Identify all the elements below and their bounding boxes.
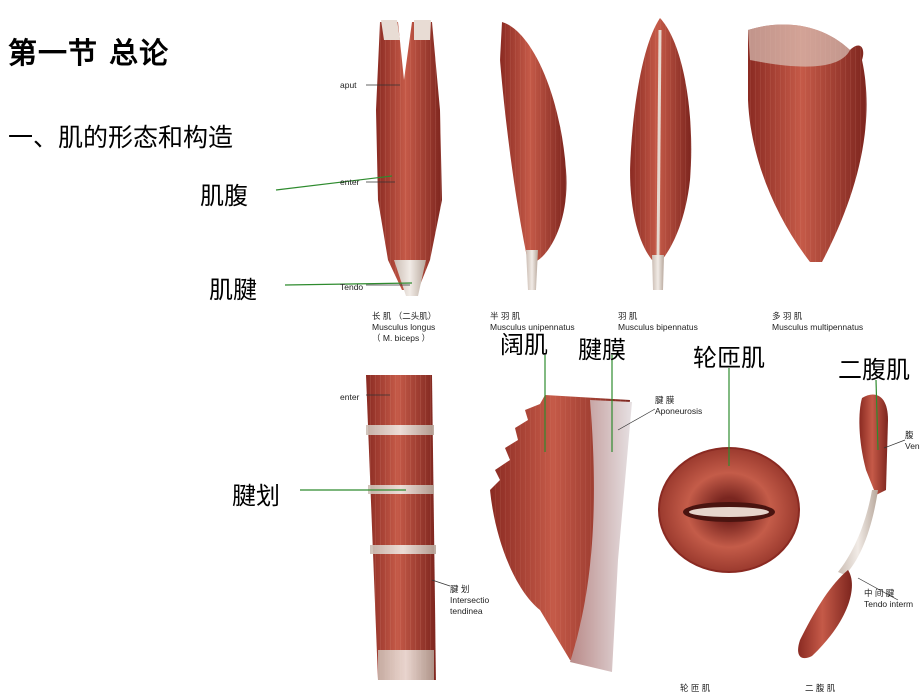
caption-bipennate: 羽 肌 Musculus bipennatus: [618, 311, 698, 333]
caput-label: aput: [340, 80, 357, 90]
bottom-caption-orbicular: 轮 匝 肌: [680, 683, 711, 693]
venter-label-2: enter: [340, 392, 360, 402]
venter-annotation-3: 腹 Ven: [905, 430, 920, 452]
caption-long-muscle: 长 肌 （二头肌） Musculus longus （ M. biceps ）: [372, 311, 436, 344]
annotation-line: 腱 划: [450, 584, 470, 594]
long-muscle-figure: [376, 20, 442, 296]
intersected-muscle-figure: [366, 375, 436, 680]
caption-line: 半 羽 肌: [490, 311, 521, 321]
label-orbicular-muscle: 轮匝肌: [693, 344, 765, 372]
tendo-label-1: Tendo: [340, 282, 364, 292]
intersectio-annotation: 腱 划 Intersectio tendinea: [450, 584, 489, 617]
label-tendinous-intersection: 腱划: [232, 482, 280, 510]
label-flat-muscle: 阔肌: [500, 331, 548, 359]
multipennate-figure: [748, 24, 867, 263]
page-title: 第一节 总论: [8, 36, 170, 70]
unipennate-figure: [500, 22, 567, 290]
caption-unipennate: 半 羽 肌 Musculus unipennatus: [490, 311, 575, 333]
annotation-line: Intersectio: [450, 595, 490, 605]
annotation-line: tendinea: [450, 606, 483, 616]
section-subtitle: 一、肌的形态和构造: [8, 123, 234, 152]
caption-line: Musculus unipennatus: [490, 322, 575, 332]
bottom-caption-digastric: 二 腹 肌: [805, 683, 836, 693]
annotation-line: 腹: [905, 430, 914, 440]
caption-line: 长 肌 （二头肌）: [372, 311, 437, 321]
annotation-line: 中 间 腱: [864, 588, 895, 598]
caption-line: Musculus multipennatus: [772, 322, 864, 332]
flat-muscle-figure: [490, 395, 632, 672]
caption-line: （ M. biceps ）: [372, 333, 431, 343]
caption-line: 多 羽 肌: [772, 311, 803, 321]
caption-line: Musculus bipennatus: [618, 322, 698, 332]
venter-label-1: enter: [340, 177, 360, 187]
caption-line: 羽 肌: [618, 311, 638, 321]
bipennate-figure: [630, 18, 692, 290]
annotation-line: Tendo interm: [864, 599, 914, 609]
caption-line: Musculus longus: [372, 322, 436, 332]
label-muscle-belly: 肌腹: [200, 182, 248, 210]
label-aponeurosis: 腱膜: [578, 336, 626, 364]
caption-multipennate: 多 羽 肌 Musculus multipennatus: [772, 311, 863, 333]
annotation-line: Ven: [905, 441, 920, 451]
orbicular-muscle-figure: [658, 447, 800, 573]
aponeurosis-annotation: 腱 膜 Aponeurosis: [655, 395, 702, 417]
digastric-figure: [798, 394, 888, 659]
label-tendon: 肌腱: [209, 276, 257, 304]
annotation-line: Aponeurosis: [655, 406, 703, 416]
leader-lines: [275, 175, 879, 491]
annotation-line: 腱 膜: [655, 395, 675, 405]
tendo-intermedius-annotation: 中 间 腱 Tendo interm: [864, 588, 913, 610]
label-digastric: 二腹肌: [838, 356, 910, 384]
